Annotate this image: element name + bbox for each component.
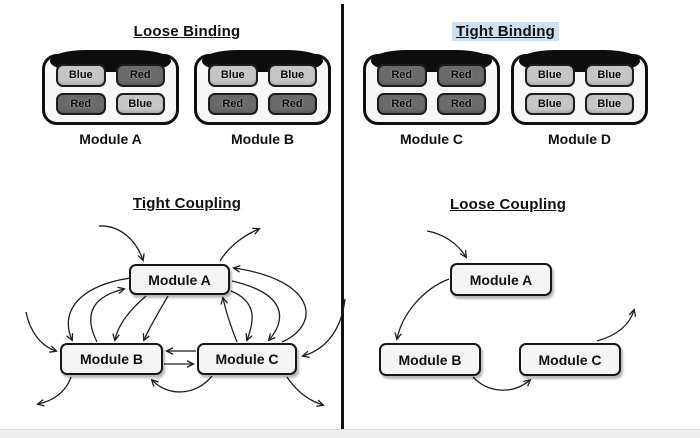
cell-label: Red (281, 97, 303, 110)
cell-label: Red (450, 69, 472, 82)
cell-label: Red (70, 97, 92, 110)
module-cell: Blue (584, 64, 634, 87)
cell-label: Blue (597, 97, 622, 110)
module-cell: Blue (208, 64, 258, 87)
cell-label: Red (391, 97, 413, 110)
module-cell: Red (436, 92, 486, 115)
arrow-b-to-a (90, 286, 126, 343)
arrow-a-to-b-loose (394, 278, 450, 341)
module-d-label: Module D (548, 131, 611, 147)
cell-label: Blue (280, 69, 305, 82)
arrow-c-to-a-outer (232, 265, 307, 343)
tight-binding-title-text: Tight Binding (452, 22, 559, 41)
cell-label: Blue (68, 69, 93, 82)
bottom-edge-strip (0, 429, 700, 438)
loose-coupling-node-c: Module C (519, 343, 621, 376)
cell-label: Red (391, 69, 413, 82)
arrow-c-out-loose (596, 308, 637, 342)
loose-coupling-node-a: Module A (450, 263, 552, 296)
arrow-a-out-topright (219, 227, 261, 262)
module-b-label: Module B (231, 131, 294, 147)
module-cell: Red (208, 92, 258, 115)
cell-label: Blue (537, 97, 562, 110)
module-cell: Blue (115, 92, 165, 115)
cell-label: Blue (128, 97, 153, 110)
loose-coupling-title: Loose Coupling (449, 196, 567, 213)
module-container-c: Red Red Red Red (363, 50, 500, 125)
tight-coupling-node-c: Module C (197, 343, 297, 375)
tight-binding-title: Tight Binding (363, 22, 648, 41)
loose-binding-title: Loose Binding (133, 23, 241, 40)
arrow-c-out-bottomright (286, 376, 325, 407)
module-container-d: Blue Blue Blue Blue (511, 50, 648, 125)
arrow-a-to-b-diagonal (142, 295, 169, 342)
module-cell: Blue (525, 64, 575, 87)
module-cell: Blue (267, 64, 317, 87)
arrow-b-to-c-loose (472, 376, 532, 391)
arrow-a-to-c-inner (230, 290, 253, 342)
module-cell: Blue (584, 92, 634, 115)
module-cell: Red (267, 92, 317, 115)
arrow-external-into-b (25, 311, 58, 353)
arrow-external-into-a-loose (426, 230, 468, 259)
module-container-a: Blue Red Red Blue (42, 50, 179, 125)
module-a-label: Module A (79, 131, 142, 147)
vertical-divider (341, 4, 344, 430)
module-cell: Blue (525, 92, 575, 115)
arrow-c-to-a-diagonal (220, 296, 238, 343)
module-cell: Red (377, 92, 427, 115)
module-container-b: Blue Blue Red Red (194, 50, 331, 125)
tight-coupling-node-a: Module A (129, 264, 230, 295)
cell-label: Blue (220, 69, 245, 82)
loose-coupling-node-b: Module B (379, 343, 481, 376)
cell-label: Red (129, 69, 151, 82)
module-cell: Red (56, 92, 106, 115)
module-cell: Red (436, 64, 486, 87)
tight-coupling-title: Tight Coupling (132, 195, 242, 212)
module-cell: Red (115, 64, 165, 87)
cell-label: Red (450, 97, 472, 110)
arrow-a-to-b-outer (66, 277, 132, 342)
arrow-a-to-c-outer (231, 280, 281, 342)
tight-coupling-node-b: Module B (60, 343, 163, 375)
module-c-label: Module C (400, 131, 463, 147)
module-cell: Red (377, 64, 427, 87)
arrow-external-into-c (301, 298, 346, 359)
cell-label: Blue (597, 69, 622, 82)
arrow-c-to-b-underarc (150, 375, 213, 393)
arrow-a-to-b-inner (112, 295, 147, 342)
cell-label: Blue (537, 69, 562, 82)
cell-label: Red (222, 97, 244, 110)
arrow-b-out-bottomleft (36, 376, 72, 407)
arrow-external-into-a (98, 225, 145, 262)
module-cell: Blue (56, 64, 106, 87)
